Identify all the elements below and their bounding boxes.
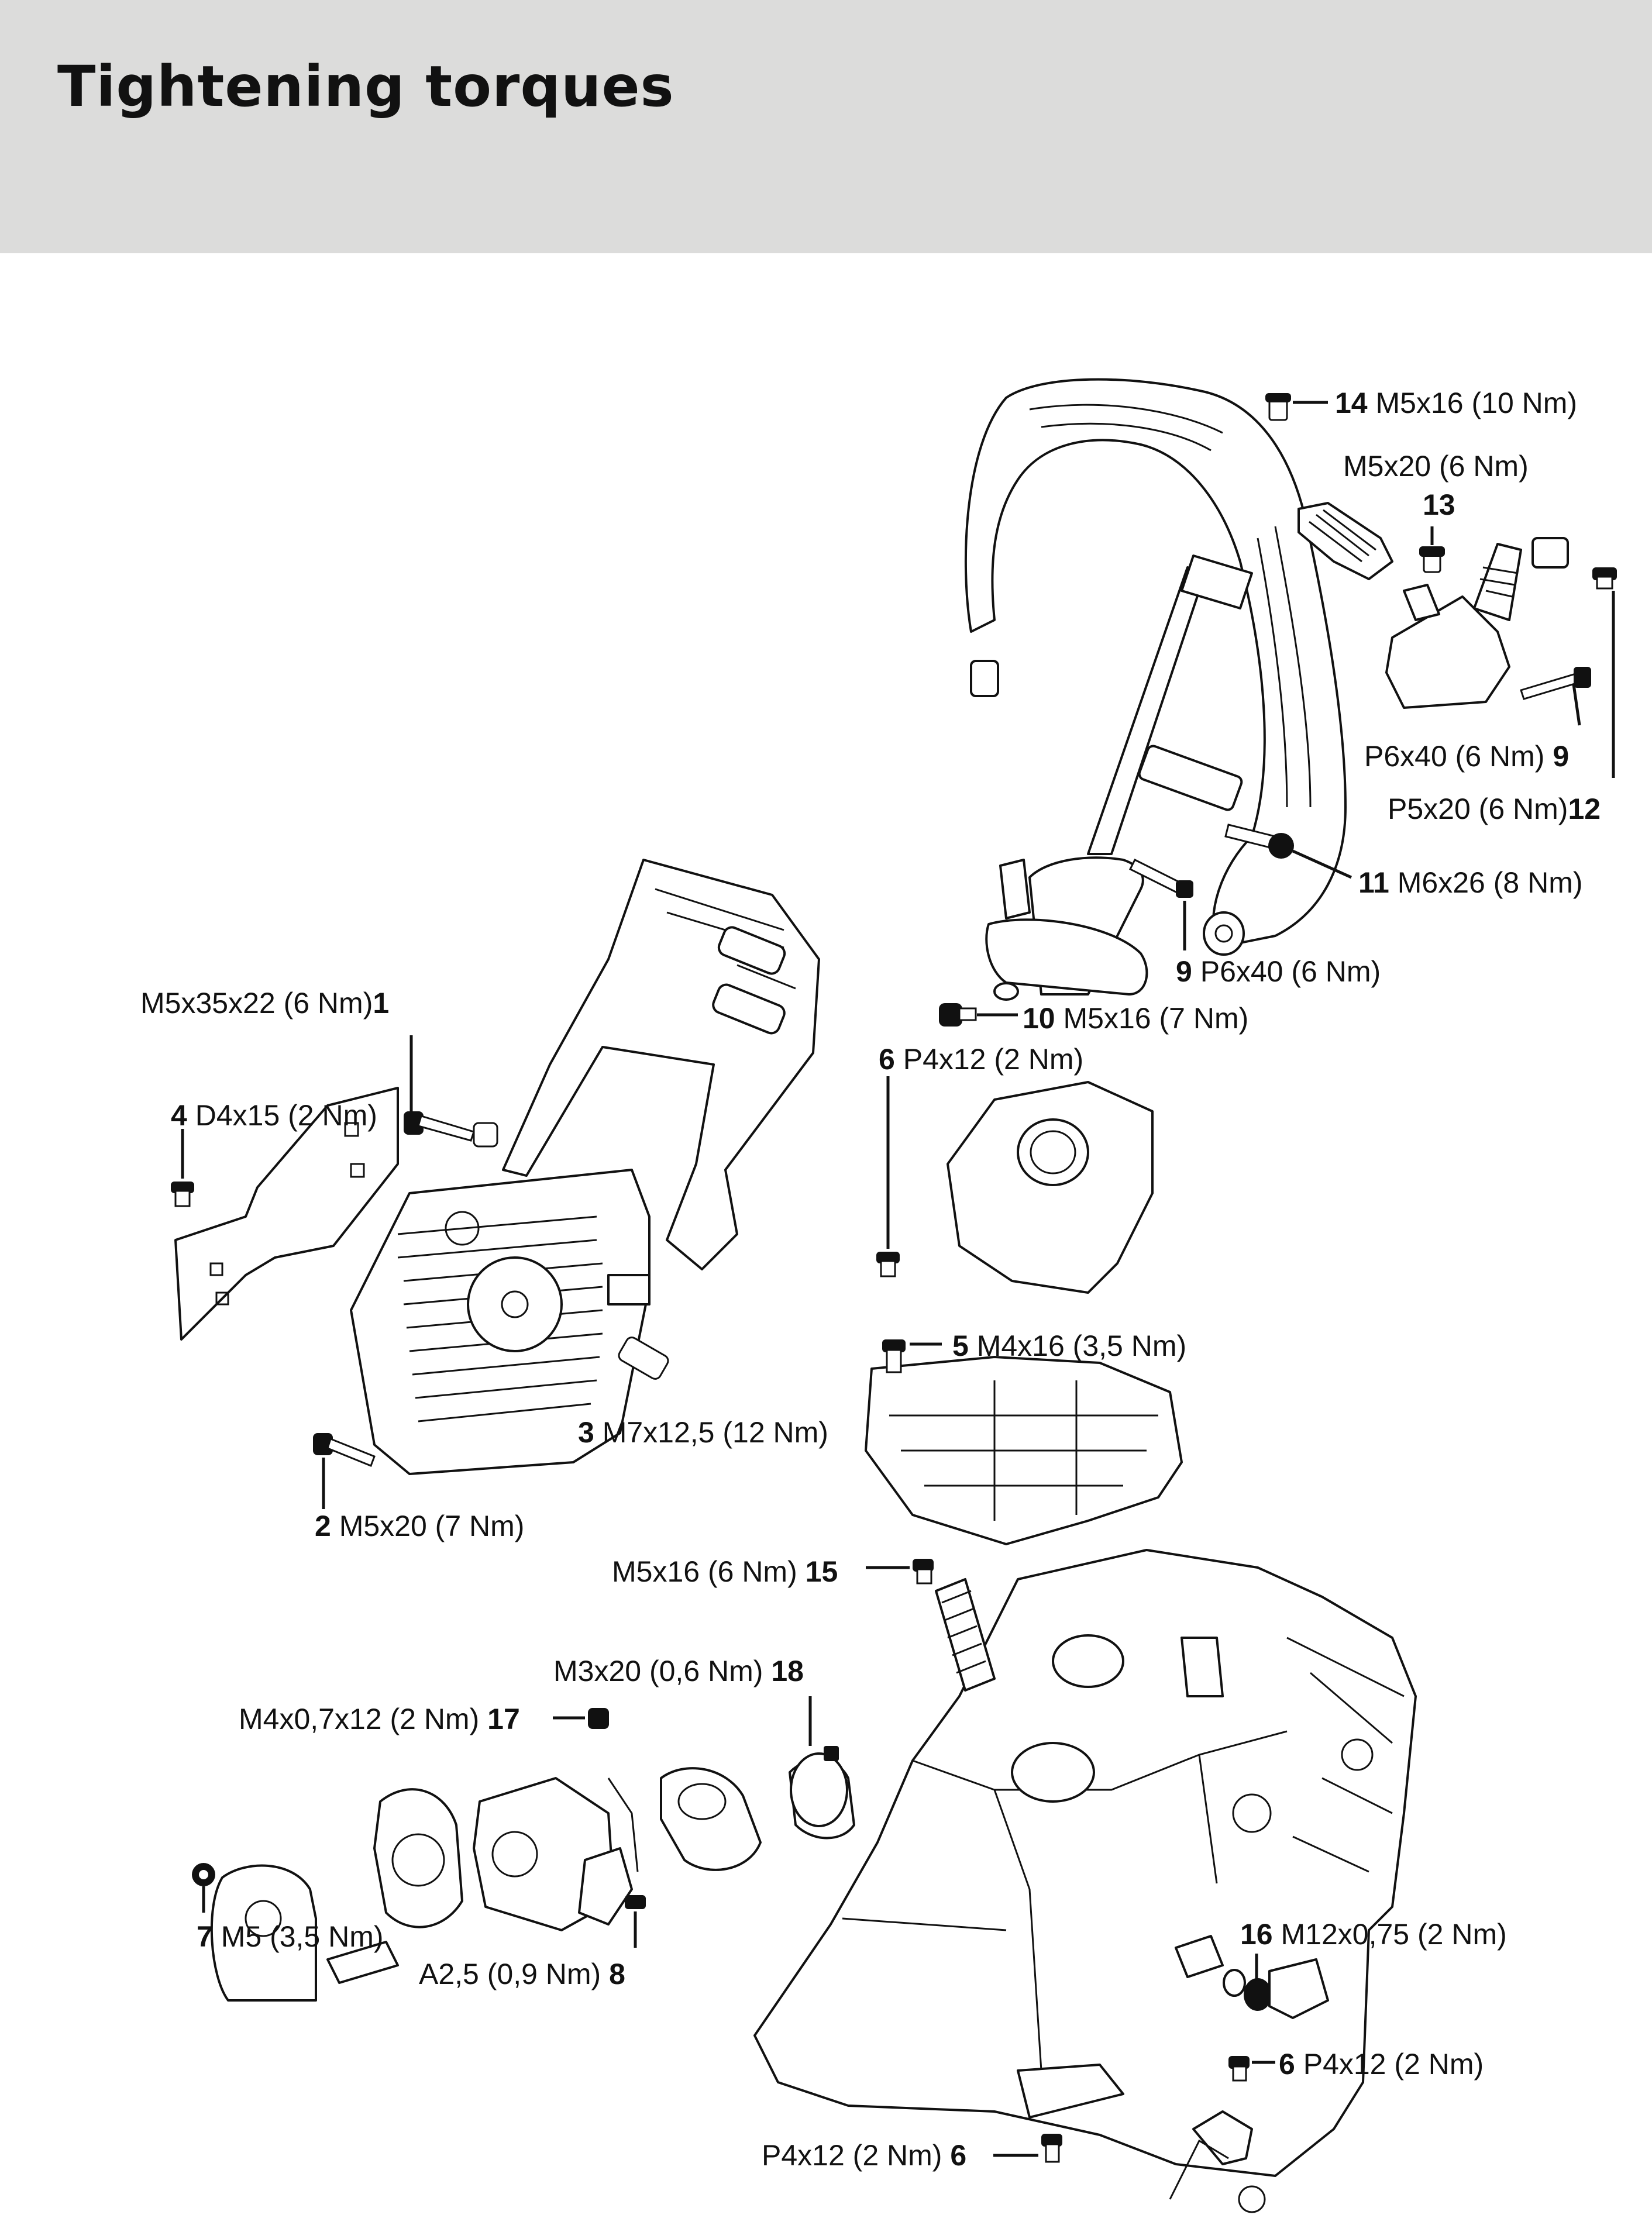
clamp-18 [790,1746,848,1827]
guide-plate [174,1087,399,1341]
page-title: Tightening torques [57,54,674,119]
callout-3: 3 M7x12,5 (12 Nm) [578,1416,828,1449]
adjuster-group [1169,1935,1329,2213]
callout-16: 16 M12x0,75 (2 Nm) [1240,1918,1507,1951]
callout-9-right: P6x40 (6 Nm) 9 [1364,740,1570,773]
callout-10: 10 M5x16 (7 Nm) [1023,1002,1249,1035]
callout-2: 2 M5x20 (7 Nm) [315,1510,525,1542]
callout-7: 7 M5 (3,5 Nm) [197,1920,384,1953]
screw-6-bottom [1041,2134,1062,2163]
screw-9-right [1520,667,1591,700]
callout-6-bottom: P4x12 (2 Nm) 6 [762,2139,967,2172]
screw-3 [618,1337,669,1380]
leader-lines [181,401,1615,2157]
screw-9-left [1128,858,1193,898]
screw-11 [1224,824,1294,859]
callout-11: 11 M6x26 (8 Nm) [1358,866,1583,899]
callout-1: M5x35x22 (6 Nm)1 [140,987,390,1019]
screw-12 [1592,567,1617,590]
callout-6-right: 6 P4x12 (2 Nm) [1279,2048,1484,2081]
callout-17: M4x0,7x12 (2 Nm) 17 [239,1703,520,1735]
screw-4 [171,1182,194,1207]
screw-14 [1265,393,1291,421]
screw-6-top [876,1252,900,1277]
callout-15: M5x16 (6 Nm) 15 [612,1555,838,1588]
screw-17 [588,1708,609,1729]
callout-13-spec: M5x20 (6 Nm) [1343,450,1529,483]
springs-middle [935,1578,996,1692]
screw-15 [913,1559,934,1585]
nut-7 [192,1863,215,1886]
screw-8 [625,1895,646,1909]
screw-13 [1419,546,1445,573]
callout-12: P5x20 (6 Nm)12 [1388,793,1601,825]
callout-9-left: 9 P6x40 (6 Nm) [1176,955,1381,988]
handlebar [964,378,1347,1001]
callout-14: 14 M5x16 (10 Nm) [1335,387,1578,419]
callout-4: 4 D4x15 (2 Nm) [171,1099,377,1132]
screw-6-right [1228,2056,1250,2082]
av-springs [1297,502,1569,709]
callout-8: A2,5 (0,9 Nm) 8 [419,1958,625,1990]
shroud [865,1081,1183,1545]
screw-1 [404,1111,498,1148]
callout-18: M3x20 (0,6 Nm) 18 [553,1655,804,1687]
sprocket-cover [350,1169,651,1475]
crankcase [753,1549,1417,2177]
screw-2 [313,1433,376,1467]
callout-5: 5 M4x16 (3,5 Nm) [952,1329,1187,1362]
callout-13-num: 13 [1423,488,1455,521]
header-band: Tightening torques [0,0,1652,253]
callout-6-top: 6 P4x12 (2 Nm) [879,1043,1084,1076]
screw-5 [882,1339,906,1373]
screw-10 [939,1003,977,1027]
